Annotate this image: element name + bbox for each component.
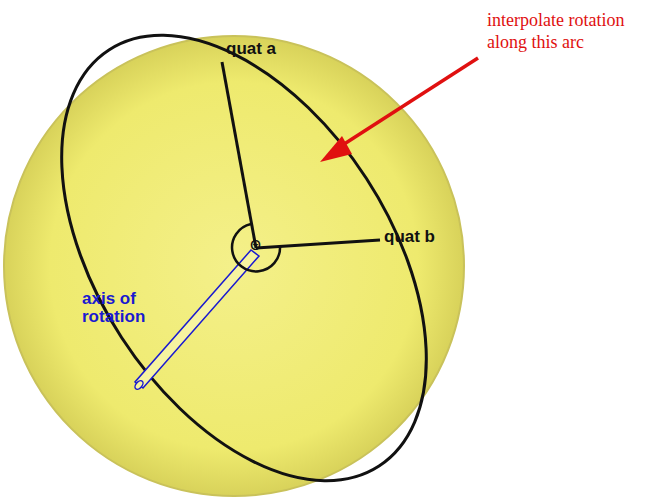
angle-arc xyxy=(232,224,280,271)
unit-sphere xyxy=(4,36,464,496)
callout-note: interpolate rotation along this arc xyxy=(487,10,659,53)
axis-label: axis of rotation xyxy=(82,290,174,326)
quaternion-label: quat b xyxy=(384,228,464,247)
angle-symbol: Θ xyxy=(250,238,268,252)
callout-arrow xyxy=(320,58,478,162)
great-circle xyxy=(0,0,502,504)
radius-a xyxy=(222,62,256,248)
radius-b xyxy=(256,240,380,248)
axis-cylinder xyxy=(133,250,259,391)
quaternion-label: quat a xyxy=(226,40,306,59)
